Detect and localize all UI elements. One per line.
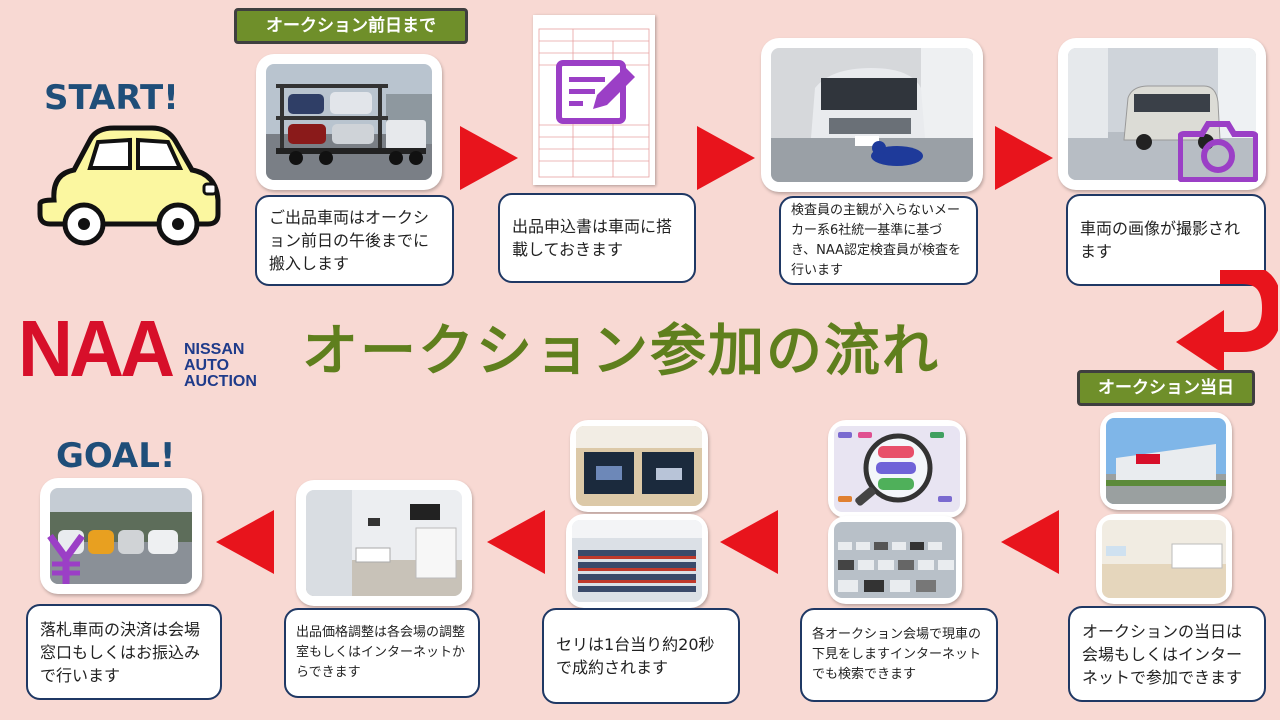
arrow-left-4 bbox=[216, 510, 274, 574]
yen-icon bbox=[46, 534, 86, 586]
application-form-edit-icon bbox=[556, 60, 635, 124]
parking-lot-photo bbox=[828, 516, 962, 604]
inspection-photo bbox=[761, 38, 983, 192]
bottom-step1-caption: オークションの当日は会場もしくはインターネットで参加できます bbox=[1068, 606, 1266, 702]
page-title: オークション参加の流れ bbox=[302, 319, 940, 384]
auction-day-tag: オークション当日 bbox=[1077, 370, 1255, 406]
venue-interior-photo bbox=[1096, 514, 1232, 604]
step3-caption: 検査員の主観が入らないメーカー系6社統一基準に基づき、NAA認定検査員が検査を行… bbox=[779, 196, 978, 285]
car-icon bbox=[34, 122, 224, 250]
naa-logo-line1: NISSAN bbox=[184, 341, 245, 358]
step2-caption: 出品申込書は車両に搭載しておきます bbox=[498, 193, 696, 283]
start-label: START! bbox=[44, 78, 179, 118]
application-form-photo bbox=[533, 15, 655, 185]
magnifier-photo bbox=[828, 420, 966, 518]
u-turn-arrow bbox=[1176, 270, 1278, 374]
arrow-left-1 bbox=[1001, 510, 1059, 574]
naa-logo-line3: AUCTION bbox=[184, 373, 257, 390]
bottom-step2-caption: 各オークション会場で現車の下見をしますインターネットでも検索できます bbox=[800, 608, 998, 702]
arrow-right-1 bbox=[460, 126, 518, 190]
bottom-step5-caption: 落札車両の決済は会場窓口もしくはお振込みで行います bbox=[26, 604, 222, 700]
car-carrier-photo bbox=[256, 54, 442, 190]
bottom-step3-caption: セリは1台当り約20秒で成約されます bbox=[542, 608, 740, 704]
auction-hall-photo bbox=[566, 514, 708, 608]
camera-icon bbox=[1178, 118, 1258, 182]
step1-caption: ご出品車両はオークション前日の午後までに搬入します bbox=[255, 195, 454, 286]
payment-lot-photo bbox=[40, 478, 202, 594]
adjustment-room-photo bbox=[296, 480, 472, 606]
bottom-step4-caption: 出品価格調整は各会場の調整室もしくはインターネットからできます bbox=[284, 608, 480, 698]
naa-logo-mark: NAA bbox=[18, 304, 175, 393]
arrow-left-3 bbox=[487, 510, 545, 574]
venue-exterior-photo bbox=[1100, 412, 1232, 510]
goal-label: GOAL! bbox=[56, 436, 176, 476]
arrow-left-2 bbox=[720, 510, 778, 574]
day-before-tag: オークション前日まで bbox=[234, 8, 468, 44]
naa-logo-line2: AUTO bbox=[184, 357, 230, 374]
monitor-photo bbox=[570, 420, 708, 512]
photo-studio-photo bbox=[1058, 38, 1266, 190]
arrow-right-2 bbox=[697, 126, 755, 190]
arrow-right-3 bbox=[995, 126, 1053, 190]
